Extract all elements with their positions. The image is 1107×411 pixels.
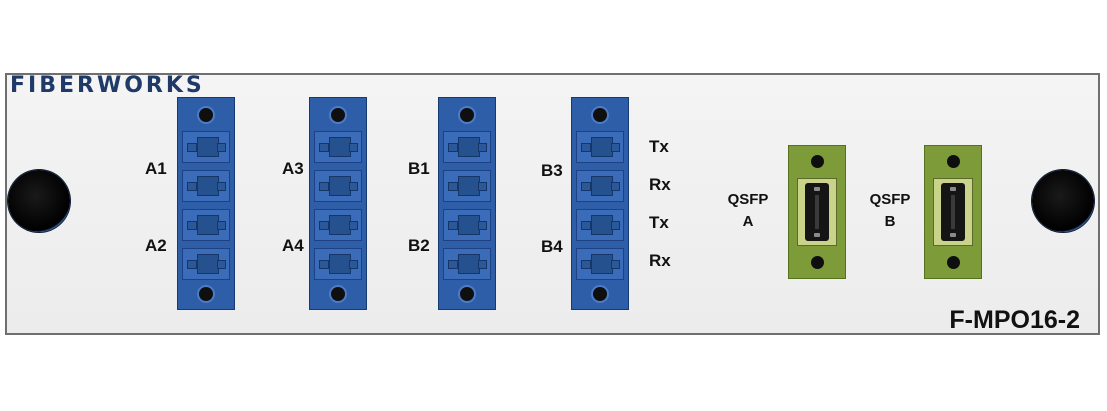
lc-port[interactable]: [314, 170, 362, 202]
mount-hole: [811, 256, 824, 269]
adapter-module-3: [438, 97, 496, 310]
right-thumbscrew[interactable]: [1032, 170, 1094, 232]
lc-port[interactable]: [182, 131, 230, 163]
port-label: A4: [282, 236, 304, 255]
lc-port[interactable]: [576, 209, 624, 241]
mount-hole: [811, 155, 824, 168]
model-number: F-MPO16-2: [949, 306, 1080, 334]
mount-hole: [199, 287, 213, 301]
qsfp-label-line1: QSFP: [727, 191, 769, 208]
lc-port[interactable]: [182, 248, 230, 280]
lc-port[interactable]: [576, 248, 624, 280]
lc-port[interactable]: [576, 131, 624, 163]
port-label: A1: [145, 159, 167, 178]
signal-label: Rx: [649, 251, 671, 270]
mpo-adapter-qsfp-a[interactable]: [788, 145, 846, 279]
mount-hole: [460, 108, 474, 122]
mpo-adapter-qsfp-b[interactable]: [924, 145, 982, 279]
port-label: B4: [541, 237, 563, 256]
port-label: A3: [282, 159, 304, 178]
mount-hole: [593, 108, 607, 122]
mount-hole: [331, 108, 345, 122]
mount-hole: [593, 287, 607, 301]
port-label: B3: [541, 161, 563, 180]
lc-port[interactable]: [314, 209, 362, 241]
port-label: A2: [145, 236, 167, 255]
qsfp-label-line1: QSFP: [869, 191, 911, 208]
adapter-module-1: [177, 97, 235, 310]
adapter-module-2: [309, 97, 367, 310]
brand-logo: FIBERWORKS: [10, 73, 205, 98]
lc-port[interactable]: [443, 170, 491, 202]
mount-hole: [947, 256, 960, 269]
left-thumbscrew[interactable]: [8, 170, 70, 232]
qsfp-label: QSFP A: [724, 189, 772, 233]
mount-hole: [331, 287, 345, 301]
lc-port[interactable]: [314, 248, 362, 280]
qsfp-label: QSFP B: [866, 189, 914, 233]
mount-hole: [460, 287, 474, 301]
port-label: B2: [408, 236, 430, 255]
qsfp-label-line2: B: [884, 213, 896, 230]
lc-port[interactable]: [443, 248, 491, 280]
qsfp-label-line2: A: [742, 213, 754, 230]
mpo-port[interactable]: [933, 178, 973, 246]
mount-hole: [947, 155, 960, 168]
adapter-module-4: [571, 97, 629, 310]
mount-hole: [199, 108, 213, 122]
signal-label: Rx: [649, 175, 671, 194]
mpo-port[interactable]: [797, 178, 837, 246]
lc-port[interactable]: [443, 209, 491, 241]
lc-port[interactable]: [443, 131, 491, 163]
lc-port[interactable]: [314, 131, 362, 163]
lc-port[interactable]: [576, 170, 624, 202]
signal-label: Tx: [649, 213, 669, 232]
port-label: B1: [408, 159, 430, 178]
lc-port[interactable]: [182, 209, 230, 241]
signal-label: Tx: [649, 137, 669, 156]
lc-port[interactable]: [182, 170, 230, 202]
